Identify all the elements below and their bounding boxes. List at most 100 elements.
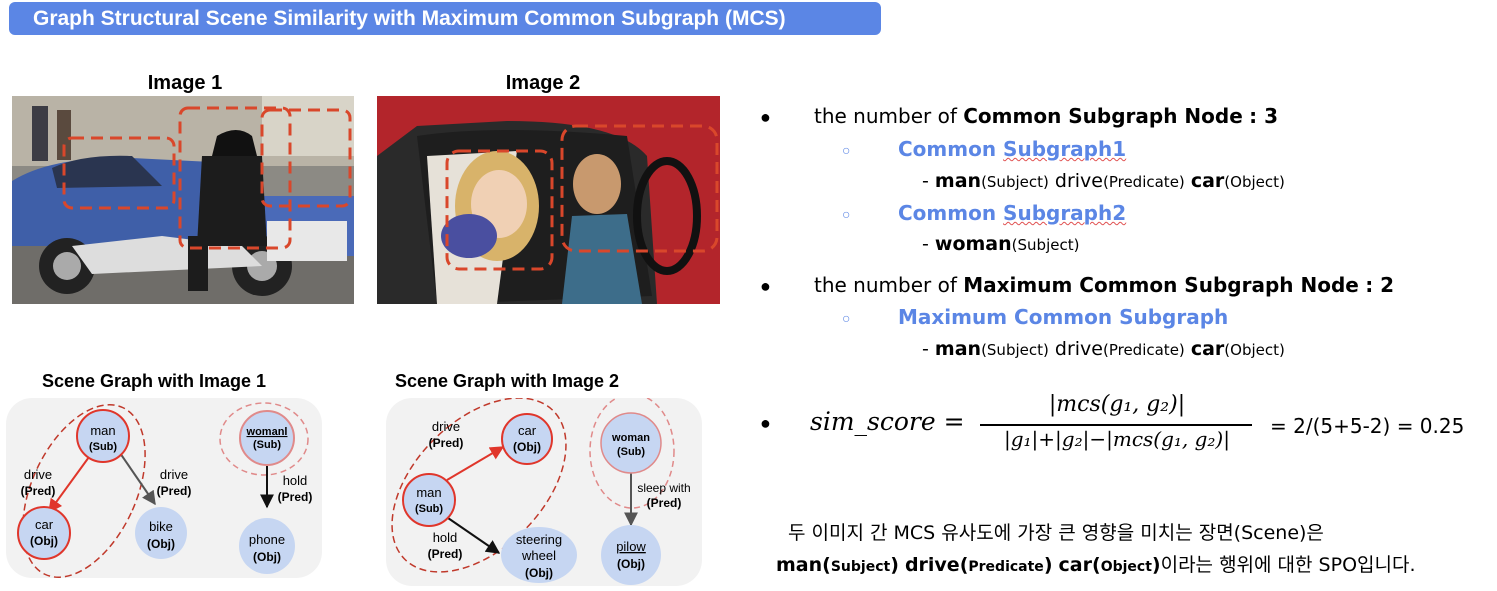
g2-car-role: (Obj): [513, 440, 541, 454]
g1-node-bike: [135, 507, 187, 559]
mcs-pred: (Predicate): [1102, 341, 1185, 359]
mcs-subj: (Subject): [981, 341, 1049, 359]
g2-edge3-role: (Pred): [647, 496, 682, 510]
mcsn-line: the number of Maximum Common Subgraph No…: [814, 273, 1394, 297]
bullet-2: ●: [760, 276, 771, 296]
g1-bike-label: bike: [149, 519, 173, 534]
g2-woman-role: (Sub): [617, 446, 645, 458]
formula-numerator: |mcs(g₁, g₂)|: [1048, 392, 1186, 417]
mcs-man: man: [934, 338, 982, 360]
korean-line-2: man(Subject) drive(Predicate) car(Object…: [776, 550, 1416, 577]
g2-edge2-label: hold: [433, 530, 458, 545]
g1-man-role: (Sub): [89, 441, 117, 453]
g1-edge1-role: (Pred): [21, 484, 56, 498]
mcs-car: car: [1190, 338, 1225, 360]
g1-edge3-role: (Pred): [278, 490, 313, 504]
g1-node-phone: [239, 518, 295, 574]
cs1-pred: (Predicate): [1102, 173, 1185, 191]
mcs-title: Maximum Common Subgraph: [898, 305, 1229, 329]
g2-car-label: car: [518, 423, 537, 438]
circle-1: ○: [842, 142, 851, 158]
mcsn-value: : 2: [1365, 273, 1395, 297]
csn-value: : 3: [1249, 104, 1279, 128]
k-car: car(Object): [1058, 554, 1161, 576]
g2-node-woman: [600, 412, 662, 474]
g2-man-role: (Sub): [415, 503, 443, 515]
page-title: Graph Structural Scene Similarity with M…: [9, 2, 881, 35]
cs2-triple: - woman(Subject): [922, 233, 1079, 255]
cs1-title: Common Subgraph1: [898, 137, 1126, 161]
mcs-obj: (Object): [1224, 341, 1285, 359]
csn-line: the number of Common Subgraph Node : 3: [814, 104, 1278, 128]
circle-2: ○: [842, 206, 851, 222]
formula-denominator: |g₁|+|g₂|−|mcs(g₁, g₂)|: [1004, 427, 1230, 451]
g1-man-label: man: [90, 423, 115, 438]
g1-car-role: (Obj): [30, 534, 58, 548]
g1-node-woman: [239, 410, 295, 466]
g1-phone-label: phone: [249, 532, 285, 547]
k-rest: 이라는 행위에 대한 SPO입니다.: [1160, 554, 1416, 576]
scene-graph-1-svg: man (Sub) car (Obj) bike (Obj) womanl (S…: [17, 402, 313, 578]
g1-edge-man-bike: [119, 452, 156, 506]
mcs-triple: - man(Subject) drive(Predicate) car(Obje…: [922, 338, 1285, 360]
cs1-obj: (Object): [1224, 173, 1285, 191]
g1-edge-man-car: [48, 456, 90, 514]
formula-lhs: sim_score =: [810, 407, 965, 436]
mcsn-bold: Maximum Common Subgraph Node: [963, 273, 1359, 297]
g2-edge1-role: (Pred): [429, 436, 464, 450]
k-man: man(Subject): [776, 554, 899, 576]
image1-label: Image 1: [147, 72, 223, 94]
g2-edge-man-wheel: [447, 517, 501, 554]
g2-woman-label: woman: [611, 432, 650, 444]
g2-edge1-label: drive: [432, 419, 460, 434]
cs2-title-text: Common Subgraph2: [898, 201, 1127, 225]
image1-photo: [12, 96, 354, 304]
cs1-drive: drive: [1054, 170, 1103, 192]
mcs-drive: drive: [1054, 338, 1103, 360]
image2-label: Image 2: [505, 72, 581, 94]
g2-pilow-role: (Obj): [617, 557, 645, 571]
fraction-bar: [980, 424, 1252, 426]
cs1-car: car: [1190, 170, 1225, 192]
g1-bike-role: (Obj): [147, 537, 175, 551]
g2-woman-ellipse: [589, 398, 675, 509]
cs1-man: man: [934, 170, 982, 192]
cs2-dash: -: [922, 233, 929, 255]
g2-edge3-label: sleep with: [637, 481, 690, 495]
bullet-3: ●: [760, 413, 771, 433]
g1-edge2-label: drive: [160, 467, 188, 482]
cs1-dash: -: [922, 170, 929, 192]
sg1-title: Scene Graph with Image 1: [42, 371, 267, 391]
scene-graph-1: man (Sub) car (Obj) bike (Obj) womanl (S…: [6, 398, 322, 578]
mcsn-prefix: the number of: [814, 273, 957, 297]
cs2-title: Common Subgraph2: [898, 201, 1126, 225]
cs2-woman: woman: [934, 233, 1012, 255]
cs2-subj: (Subject): [1011, 236, 1080, 254]
cs1-subj: (Subject): [981, 173, 1049, 191]
g1-woman-label: womanl: [246, 426, 288, 438]
g2-edge2-role: (Pred): [428, 547, 463, 561]
circle-3: ○: [842, 310, 851, 326]
g2-node-pilow: [601, 525, 661, 585]
g2-wheel-label-line1: steering: [516, 532, 562, 547]
g2-pilow-label: pilow: [616, 539, 646, 554]
g1-phone-role: (Obj): [253, 550, 281, 564]
g1-edge1-label: drive: [24, 467, 52, 482]
sg2-title: Scene Graph with Image 2: [395, 371, 620, 391]
cs1-title-text: Common Subgraph1: [898, 137, 1127, 161]
g2-man-label: man: [416, 485, 441, 500]
g1-edge2-role: (Pred): [157, 484, 192, 498]
g1-woman-ellipse: [219, 402, 309, 476]
g2-node-wheel: [501, 527, 577, 583]
g2-wheel-label-line2: wheel: [521, 548, 556, 563]
g2-node-man: [402, 473, 456, 527]
cs1-triple: - man(Subject) drive(Predicate) car(Obje…: [922, 170, 1285, 192]
mcs-dash: -: [922, 338, 929, 360]
g2-edge-man-car: [446, 446, 505, 481]
g2-node-car: [501, 413, 553, 465]
g1-node-man: [76, 409, 130, 463]
g1-car-label: car: [35, 517, 54, 532]
korean-line-1: 두 이미지 간 MCS 유사도에 가장 큰 영향을 미치는 장면(Scene)은: [788, 522, 1324, 544]
